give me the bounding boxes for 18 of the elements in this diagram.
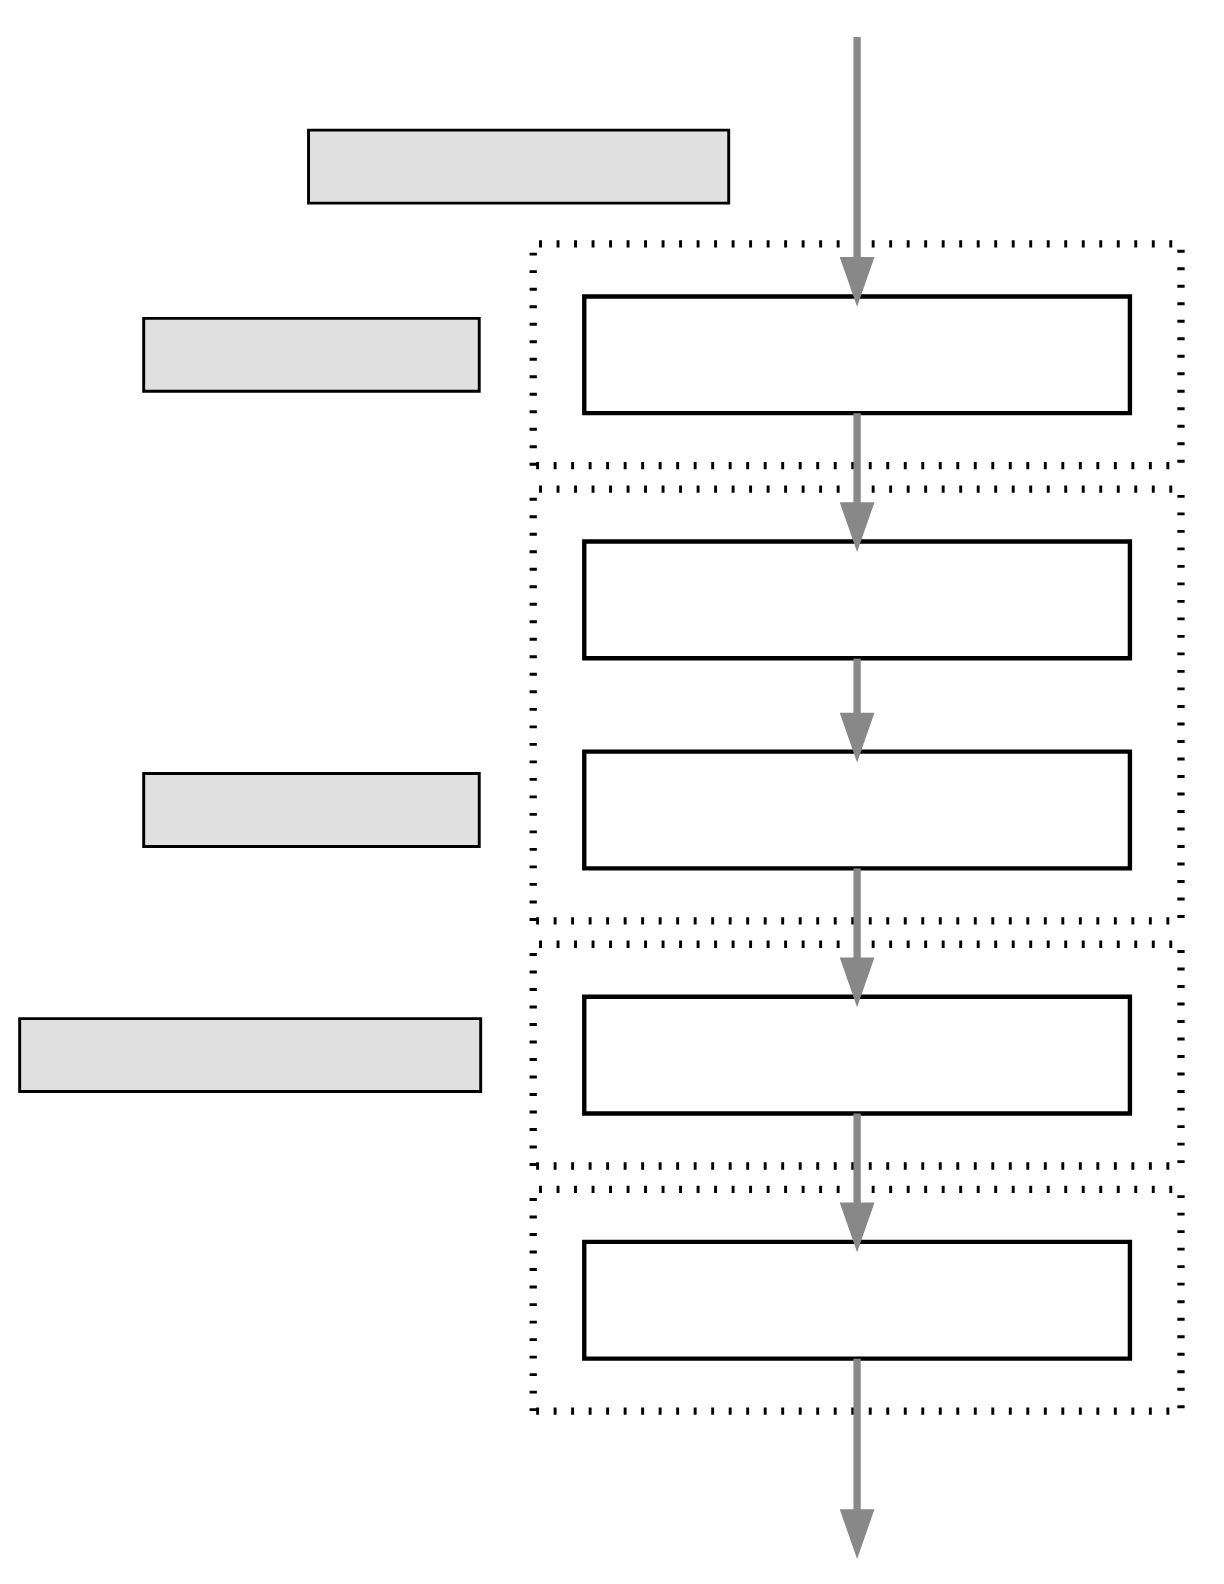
arrow [839, 1358, 875, 1559]
cluster [529, 940, 1185, 1170]
node-box [582, 538, 1133, 660]
arrow [839, 658, 875, 762]
node-box [582, 293, 1133, 415]
arrow [839, 867, 875, 1007]
node-box [582, 994, 1133, 1116]
node-box [582, 748, 1133, 871]
arrow [839, 412, 875, 552]
cluster [529, 239, 1185, 469]
node-box [582, 1239, 1133, 1361]
arrow [839, 1113, 875, 1252]
cluster [529, 484, 1185, 925]
node-box [307, 128, 731, 205]
node-box [142, 316, 481, 393]
cluster [529, 1185, 1185, 1415]
node-box [18, 1016, 483, 1093]
node-box [142, 771, 481, 848]
